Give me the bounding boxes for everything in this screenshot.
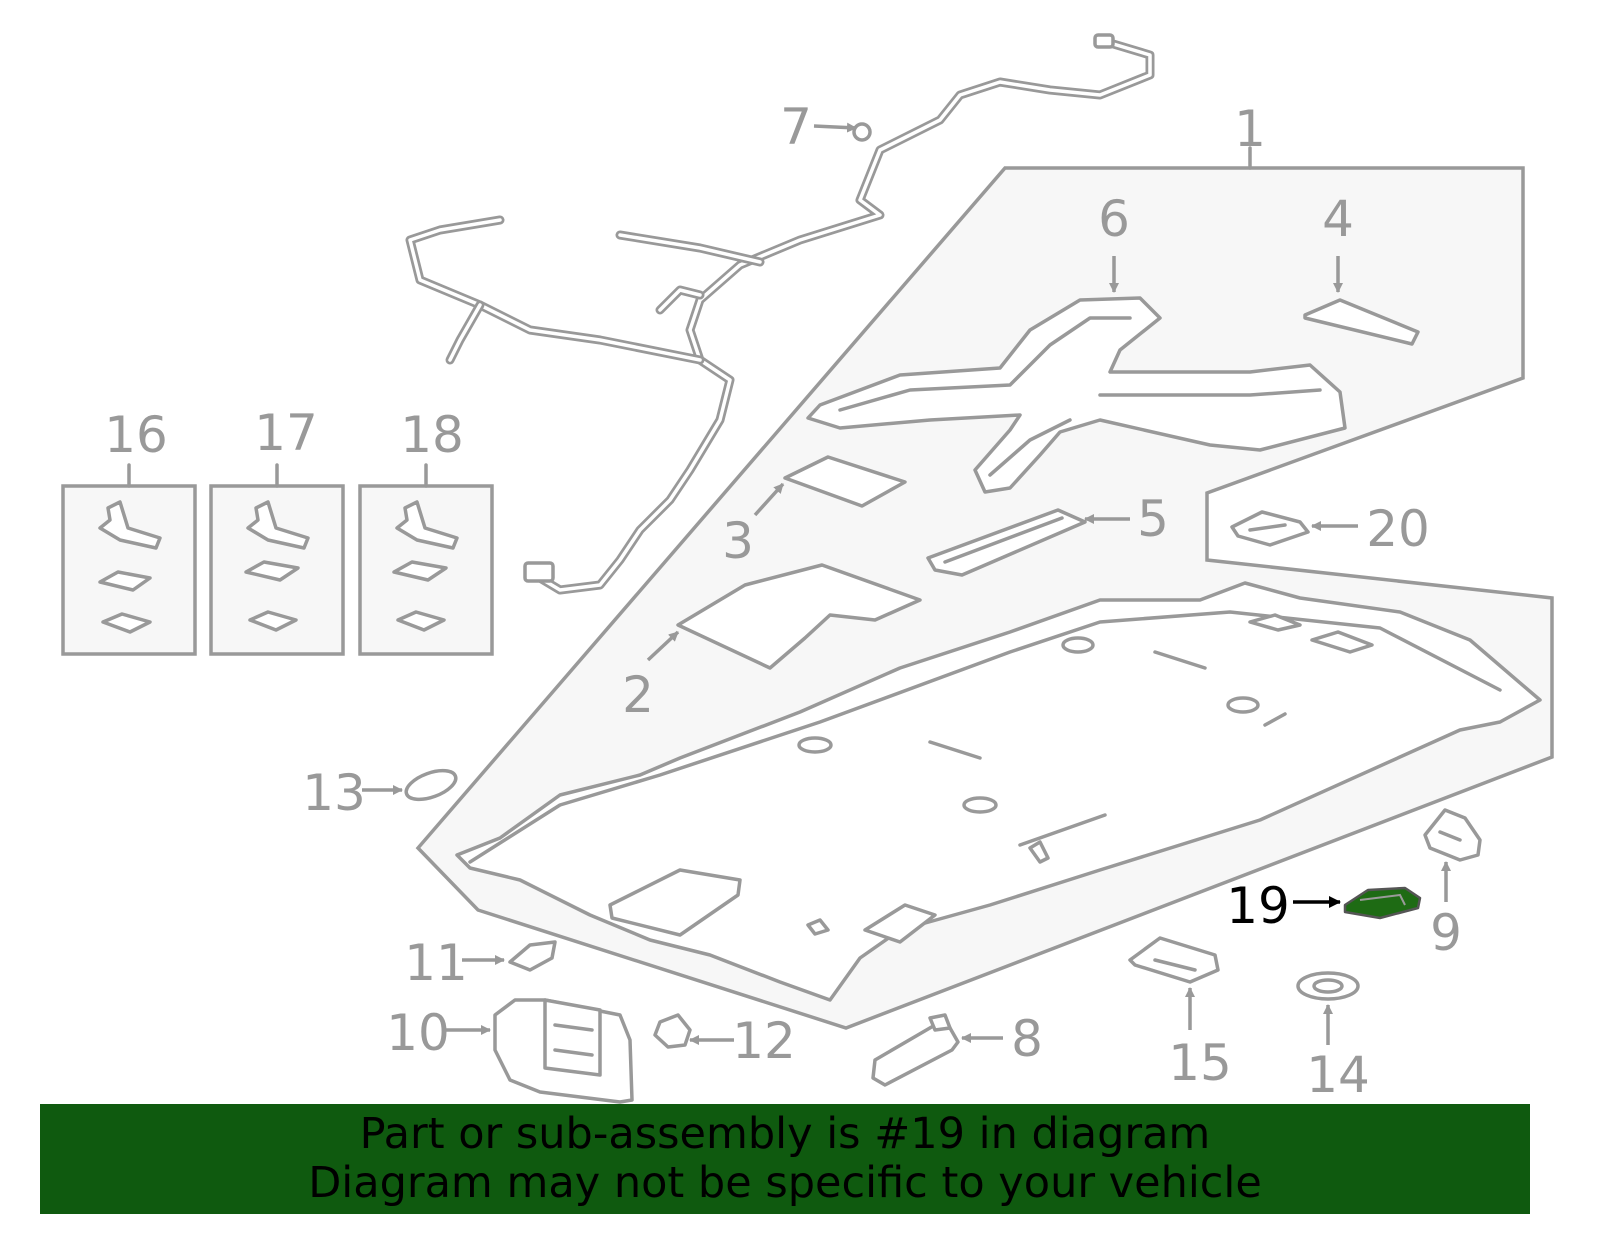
part-4-pad — [1303, 298, 1420, 346]
part-13-grommet — [404, 768, 458, 802]
part-17-box — [209, 463, 345, 656]
callout-8: 8 — [1011, 1010, 1043, 1068]
wiring-harness — [405, 33, 1155, 595]
part-9-hook — [1423, 808, 1482, 862]
callout-2: 2 — [622, 666, 654, 724]
callout-4: 4 — [1322, 190, 1354, 248]
part-12-clip — [653, 1013, 692, 1049]
part-10-sun-visor — [493, 998, 634, 1104]
callout-19: 19 — [1226, 877, 1290, 935]
callout-13: 13 — [302, 764, 366, 822]
callout-17: 17 — [254, 404, 318, 462]
arrow-3 — [753, 482, 785, 517]
banner-line-2: Diagram may not be specific to your vehi… — [308, 1158, 1262, 1208]
part-16-box — [61, 463, 197, 656]
part-3-pad — [783, 455, 907, 508]
callout-10: 10 — [386, 1004, 450, 1062]
callout-9: 9 — [1430, 904, 1462, 962]
part-8-assist-grip — [871, 1013, 960, 1087]
headliner-body — [455, 581, 1542, 1002]
callout-14: 14 — [1306, 1046, 1370, 1104]
banner-line-1: Part or sub-assembly is #19 in diagram — [359, 1109, 1211, 1159]
part-5-strip — [926, 508, 1087, 577]
callout-5: 5 — [1137, 490, 1169, 548]
callout-1: 1 — [1234, 100, 1266, 158]
part-11-clip — [508, 940, 557, 972]
callout-18: 18 — [400, 406, 464, 464]
callout-3: 3 — [722, 512, 754, 570]
part-20-lamp — [1230, 510, 1310, 547]
arrow-2 — [646, 630, 680, 662]
callout-15: 15 — [1168, 1034, 1232, 1092]
info-banner: Part or sub-assembly is #19 in diagram D… — [40, 1104, 1530, 1214]
part-18-box — [358, 463, 494, 656]
arrow-7 — [813, 122, 857, 133]
callout-12: 12 — [732, 1012, 796, 1070]
part-2-insulator — [676, 563, 922, 670]
part-14-ring — [1296, 971, 1360, 1001]
callout-7: 7 — [780, 98, 812, 156]
callout-20: 20 — [1366, 500, 1430, 558]
part-19-highlighted — [1343, 886, 1422, 920]
part-15-map-lamp — [1128, 936, 1220, 984]
part-6-frame — [806, 296, 1347, 494]
callout-16: 16 — [104, 406, 168, 464]
callout-11: 11 — [404, 934, 468, 992]
callout-6: 6 — [1098, 190, 1130, 248]
